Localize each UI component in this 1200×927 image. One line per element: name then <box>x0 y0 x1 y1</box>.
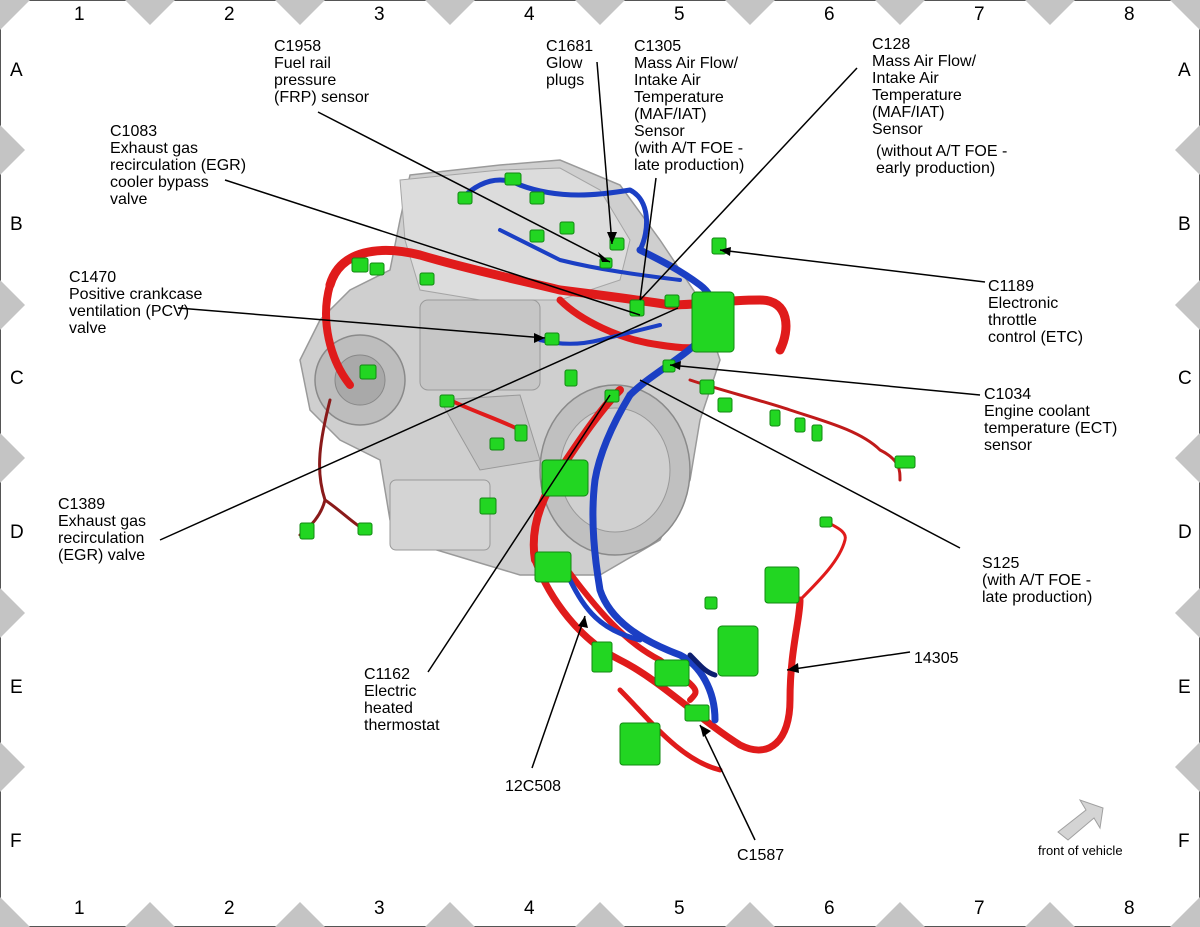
grid-col-bottom-5: 5 <box>674 898 685 919</box>
label-c1034: C1034 Engine coolant temperature (ECT) s… <box>984 386 1118 454</box>
grid-col-bottom-4: 4 <box>524 898 535 919</box>
label-c1189: C1189 Electronic throttle control (ETC) <box>988 278 1084 346</box>
label-12c508: 12C508 <box>505 778 562 795</box>
grid-col-top-1: 1 <box>74 4 85 25</box>
connectors <box>299 172 916 766</box>
engine-block <box>299 159 721 576</box>
grid-row-left-e: E <box>10 677 23 698</box>
right-grid-markers <box>1175 125 1200 792</box>
label-c1305: C1305 Mass Air Flow/ Intake Air Temperat… <box>634 38 745 174</box>
label-14305: 14305 <box>914 650 959 667</box>
grid-row-right-b: B <box>1178 214 1191 235</box>
grid-row-right-a: A <box>1178 60 1191 81</box>
grid-col-bottom-8: 8 <box>1124 898 1135 919</box>
grid-col-bottom-2: 2 <box>224 898 235 919</box>
grid-row-left-f: F <box>10 831 22 852</box>
label-s125: S125 (with A/T FOE - late production) <box>982 555 1093 606</box>
label-c1958: C1958 Fuel rail pressure (FRP) sensor <box>274 38 370 106</box>
grid-col-bottom-7: 7 <box>974 898 985 919</box>
grid-col-top-5: 5 <box>674 4 685 25</box>
grid-row-right-f: F <box>1178 831 1190 852</box>
label-c128-note: (without A/T FOE - early production) <box>876 143 1008 177</box>
label-c1162: C1162 Electric heated thermostat <box>364 666 440 734</box>
top-grid-markers <box>0 0 1200 30</box>
grid-col-top-8: 8 <box>1124 4 1135 25</box>
leader-arrowheads <box>534 232 799 737</box>
label-c1470: C1470 Positive crankcase ventilation (PC… <box>69 269 203 337</box>
grid-col-top-3: 3 <box>374 4 385 25</box>
grid-row-right-e: E <box>1178 677 1191 698</box>
grid-row-left-d: D <box>10 522 24 543</box>
leader-lines <box>159 61 986 841</box>
grid-col-bottom-6: 6 <box>824 898 835 919</box>
grid-row-left-a: A <box>10 60 23 81</box>
grid-col-top-7: 7 <box>974 4 985 25</box>
grid-col-top-4: 4 <box>524 4 535 25</box>
bottom-grid-markers <box>0 897 1200 927</box>
grid-col-bottom-3: 3 <box>374 898 385 919</box>
label-c1681: C1681 Glow plugs <box>546 38 594 89</box>
grid-col-bottom-1: 1 <box>74 898 85 919</box>
grid-row-left-b: B <box>10 214 23 235</box>
label-c1587: C1587 <box>737 847 785 864</box>
label-c128: C128 Mass Air Flow/ Intake Air Temperatu… <box>872 36 977 138</box>
grid-col-top-6: 6 <box>824 4 835 25</box>
grid-row-right-c: C <box>1178 368 1192 389</box>
label-front-of-vehicle: front of vehicle <box>1038 843 1123 858</box>
label-c1083: C1083 Exhaust gas recirculation (EGR) co… <box>110 123 247 208</box>
grid-row-right-d: D <box>1178 522 1192 543</box>
label-c1389: C1389 Exhaust gas recirculation (EGR) va… <box>58 496 147 564</box>
grid-row-left-c: C <box>10 368 24 389</box>
left-grid-markers <box>0 125 25 792</box>
grid-col-top-2: 2 <box>224 4 235 25</box>
front-arrow-icon <box>1057 799 1104 841</box>
